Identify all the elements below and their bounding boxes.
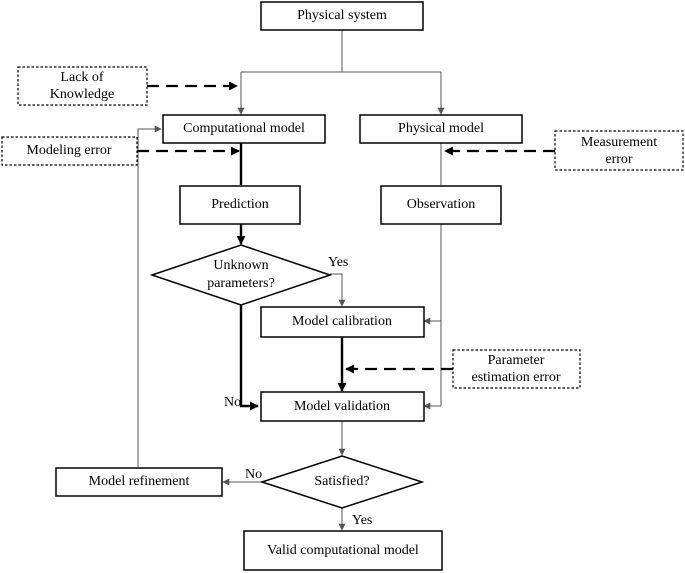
node-satisfied: Satisfied? [259,455,425,509]
node-lack-of-knowledge: Lack of Knowledge [17,66,148,106]
node-measurement-error: Measurement error [554,130,684,171]
observation-label: Observation [407,197,475,212]
node-physical-model: Physical model [359,114,523,144]
connectors [137,30,555,531]
node-parameter-error: Parameter estimation error [452,349,581,389]
measurement-error-line2: error [605,152,633,167]
satisfied-label: Satisfied? [314,474,369,489]
node-valid-model: Valid computational model [243,530,443,571]
lack-knowledge-line2: Knowledge [50,87,115,102]
modeling-error-label: Modeling error [26,143,111,158]
edge-label-no-satisfied: No [245,467,262,482]
model-calibration-label: Model calibration [292,314,392,329]
prediction-label: Prediction [211,197,269,212]
parameter-error-line2: estimation error [471,370,560,385]
node-physical-system: Physical system [260,1,424,31]
edge-unknown-yes [330,273,346,307]
lack-knowledge-line1: Lack of [60,70,103,85]
node-unknown-parameters: Unknown parameters? [149,244,333,306]
computational-model-label: Computational model [183,121,305,136]
physical-system-label: Physical system [297,8,387,23]
edge-label-yes-satisfied: Yes [352,513,372,528]
unknown-params-line2: parameters? [207,276,275,291]
node-computational-model: Computational model [162,114,326,144]
node-model-validation: Model validation [260,391,425,422]
model-validation-label: Model validation [294,399,390,414]
node-model-refinement: Model refinement [55,467,223,497]
node-modeling-error: Modeling error [1,136,138,166]
node-prediction: Prediction [179,185,301,225]
edge-label-yes-unknown: Yes [328,255,348,270]
node-model-calibration: Model calibration [260,306,425,338]
parameter-error-line1: Parameter [488,353,545,368]
valid-model-label: Valid computational model [267,543,419,558]
model-refinement-label: Model refinement [89,474,190,489]
physical-model-label: Physical model [398,121,484,136]
edge-unknown-no [239,304,259,411]
edge-refinement-loop [137,125,162,467]
measurement-error-line1: Measurement [581,135,657,150]
edge-label-no-unknown: No [224,395,241,410]
node-observation: Observation [380,185,502,225]
unknown-params-line1: Unknown [213,258,268,273]
